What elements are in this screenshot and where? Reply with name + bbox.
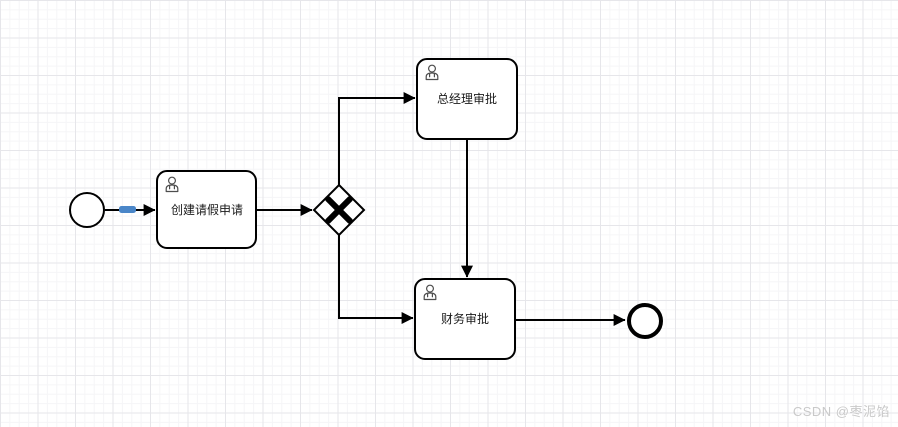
end-event[interactable] <box>627 303 663 339</box>
task-gm-approval[interactable]: 总经理审批 <box>416 58 518 140</box>
flow-gateway-to-gm[interactable] <box>338 92 416 185</box>
flow-highlight-marker <box>119 206 136 213</box>
watermark: CSDN @枣泥馅 <box>792 404 890 419</box>
task-label: 财务审批 <box>441 311 489 326</box>
exclusive-gateway[interactable] <box>312 183 366 237</box>
task-finance-approval[interactable]: 财务审批 <box>414 278 516 360</box>
gateway-x-icon <box>325 196 353 224</box>
flow-gateway-to-finance[interactable] <box>338 235 414 324</box>
task-create-leave-request[interactable]: 创建请假申请 <box>156 170 257 249</box>
task-label: 创建请假申请 <box>171 203 243 217</box>
start-event[interactable] <box>69 192 105 228</box>
task-label: 总经理审批 <box>437 91 497 106</box>
